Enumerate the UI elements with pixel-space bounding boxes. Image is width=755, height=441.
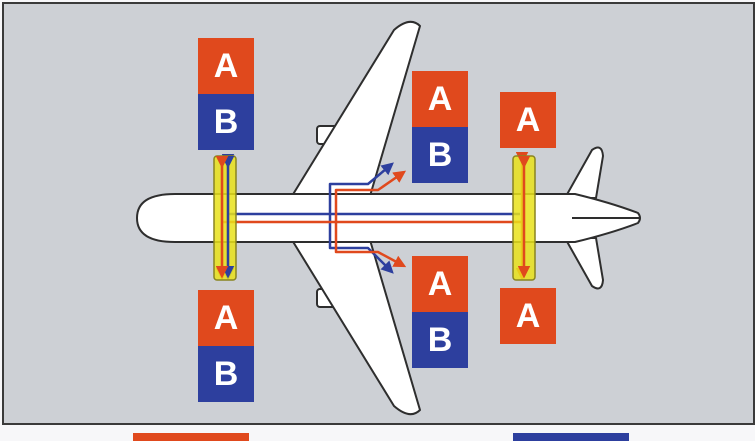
system-a-wing-up-line: [334, 170, 407, 222]
legend-swatch-b: [513, 433, 629, 441]
system-b-wing-up-line: [328, 162, 394, 214]
system-a-wing-down-line: [334, 222, 407, 268]
stabilizer-upper: [564, 146, 604, 199]
legend-swatch-a: [133, 433, 249, 441]
box-nose-lower-b: [198, 346, 254, 402]
label-nose-upper-a: A: [214, 47, 239, 85]
nose-gear: [213, 155, 237, 281]
label-wing-lower-a: A: [428, 265, 453, 303]
box-wing-lower-a: [412, 256, 468, 312]
label-wing-upper-a: A: [428, 80, 453, 118]
wing-upper: [291, 20, 421, 197]
label-boxes: A B A B A B A B A A: [198, 38, 556, 402]
box-tail-lower-a: [500, 288, 556, 344]
label-nose-upper-b: B: [214, 103, 239, 141]
box-wing-upper-a: [412, 71, 468, 127]
gear-lines: [215, 156, 531, 279]
box-nose-lower-a: [198, 290, 254, 346]
box-wing-upper-b: [412, 127, 468, 183]
box-wing-lower-b: [412, 312, 468, 368]
label-wing-upper-b: B: [428, 136, 453, 174]
system-b-wing-down-line: [328, 214, 394, 274]
label-tail-upper-a: A: [516, 101, 541, 139]
box-nose-upper-a: [198, 38, 254, 94]
label-nose-lower-b: B: [214, 355, 239, 393]
fuselage: [136, 193, 641, 243]
label-tail-lower-a: A: [516, 297, 541, 335]
wing-lower: [291, 239, 421, 416]
label-wing-lower-b: B: [428, 321, 453, 359]
box-nose-upper-b: [198, 94, 254, 150]
stabilizer-lower: [564, 237, 604, 290]
label-nose-lower-a: A: [214, 299, 239, 337]
box-tail-upper-a: [500, 92, 556, 148]
